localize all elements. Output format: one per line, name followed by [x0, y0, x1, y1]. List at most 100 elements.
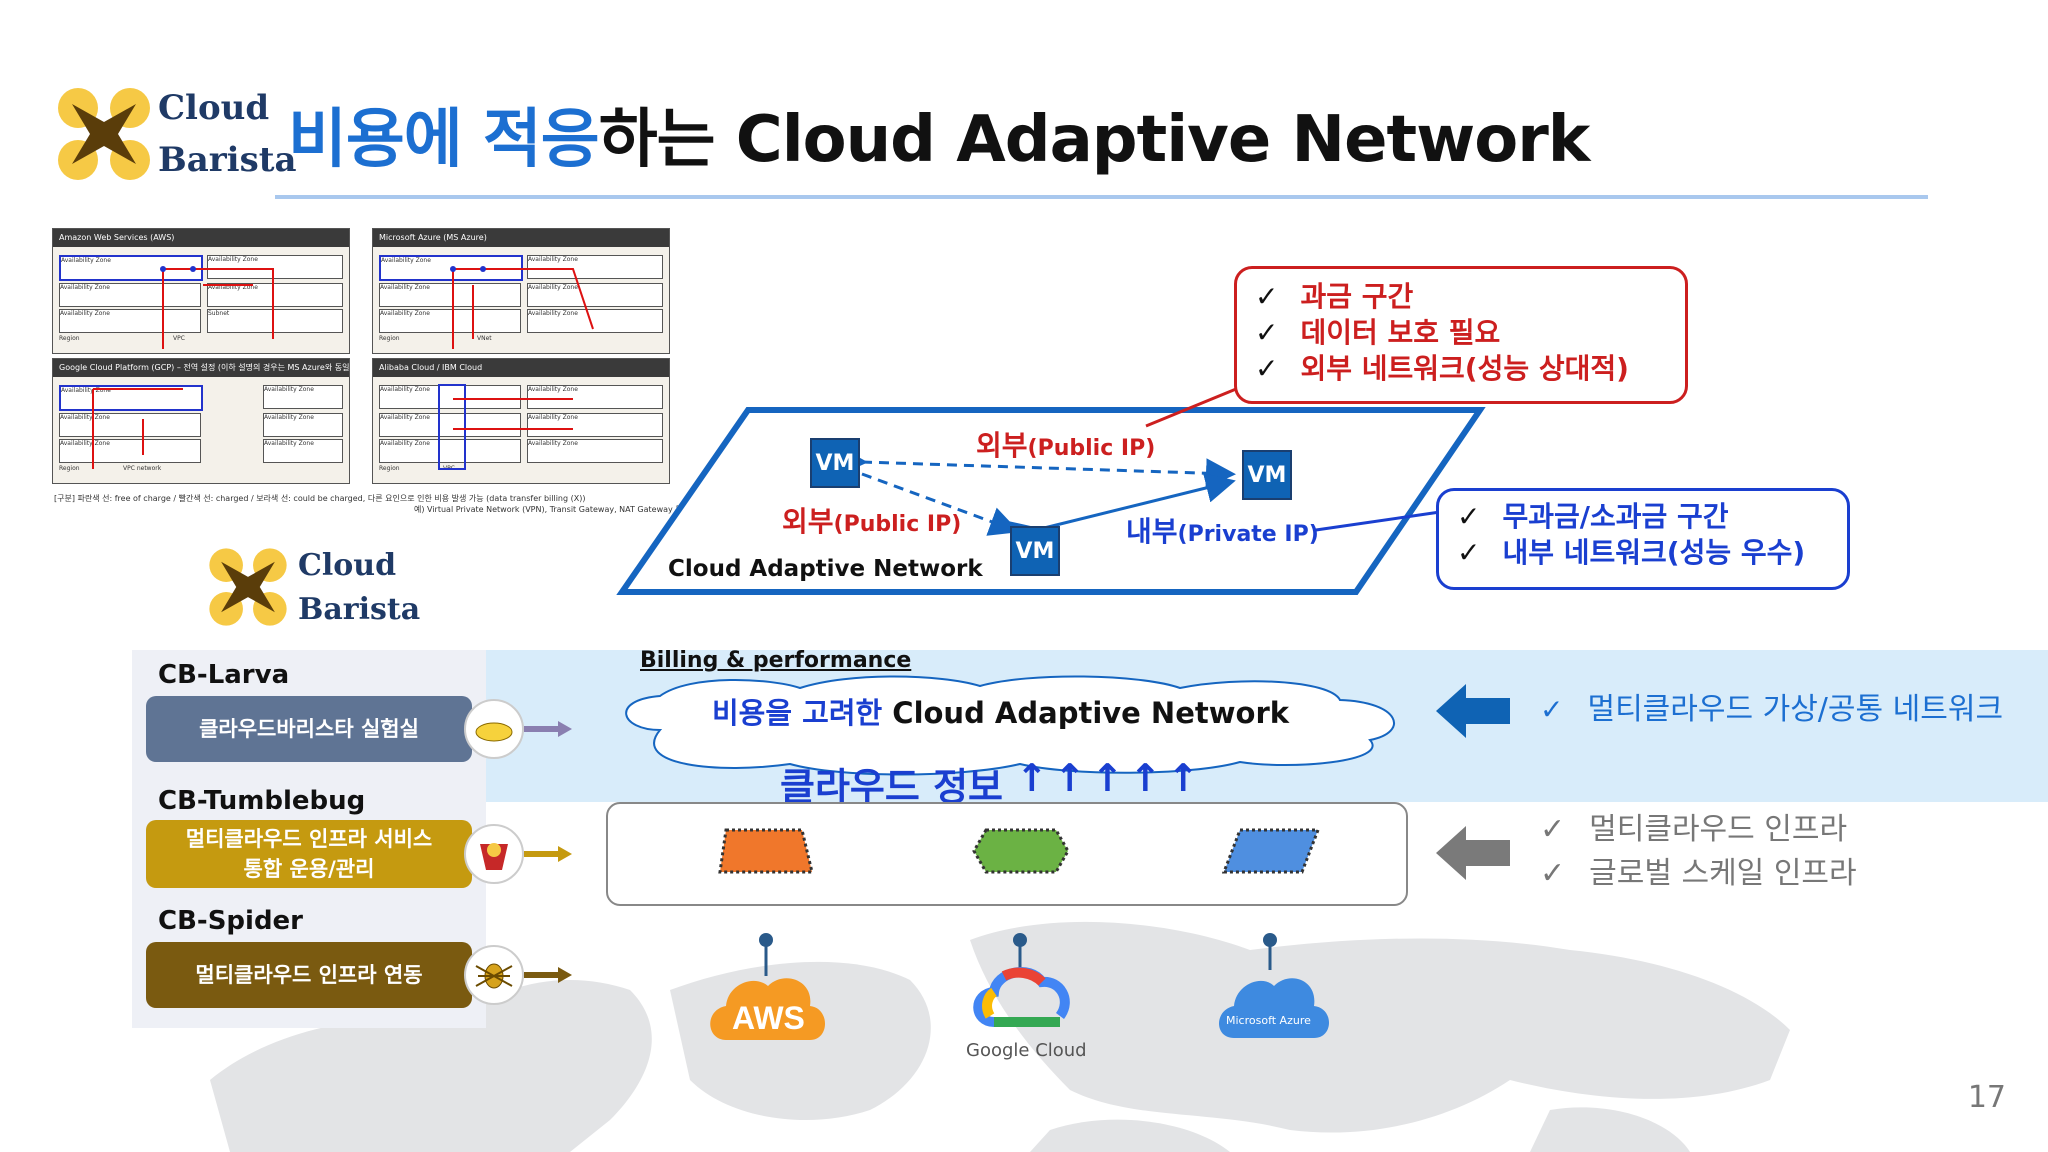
az-cell: Availability Zone: [59, 283, 201, 307]
thumbnail-link-lines: [450, 266, 594, 349]
az-cell: Availability Zone: [527, 439, 663, 463]
private-ip-label: 내부(Private IP): [1126, 510, 1319, 550]
region-label: Region: [59, 335, 80, 342]
region-label: Region: [59, 465, 80, 472]
az-cell: Availability Zone: [527, 255, 663, 279]
callout-charged-zone: ✓과금 구간 ✓데이터 보호 필요 ✓외부 네트워크(성능 상대적): [1234, 266, 1688, 404]
layer-box-spider: 멀티클라우드 인프라 연동: [146, 942, 472, 1008]
az-cell: Availability Zone: [263, 385, 343, 409]
private-ip-prefix: 내부: [1126, 515, 1178, 548]
aws-cloud-icon: [710, 933, 825, 1040]
cloud-barista-logo-icon: [58, 88, 150, 180]
cloud-heading-blue: 비용을 고려한: [712, 696, 883, 730]
public-ip-prefix: 외부: [782, 505, 834, 538]
azure-architecture-thumbnail: Microsoft Azure (MS Azure) Availability …: [372, 228, 670, 354]
right-mid-item: ✓멀티클라우드 인프라: [1540, 812, 1848, 847]
vnet-label: VNet: [477, 335, 492, 342]
logo-word-barista: Barista: [298, 592, 421, 627]
gcp-architecture-thumbnail: Google Cloud Platform (GCP) – 전역 설정 (이하 …: [52, 358, 350, 484]
legend-note-line1: [구분] 파란색 선: free of charge / 빨간색 선: char…: [54, 494, 586, 503]
azure-infra-shape: [1222, 828, 1321, 874]
public-ip-suffix: (Public IP): [1027, 436, 1156, 461]
az-cell: Availability Zone: [379, 385, 521, 409]
az-cell: Availability Zone: [59, 309, 201, 333]
callout-charged-item: ✓과금 구간: [1255, 280, 1414, 313]
private-ip-suffix: (Private IP): [1177, 522, 1319, 547]
public-ip-link-1: [837, 446, 1236, 489]
az-cell: Availability Zone: [527, 283, 663, 307]
az-cell: Availability Zone: [379, 309, 521, 333]
cloud-barista-logo-icon: [209, 548, 287, 626]
thumbnail-title: Alibaba Cloud / IBM Cloud: [373, 359, 669, 377]
tumblebug-mascot-icon: [464, 824, 572, 884]
az-cell: Availability Zone: [263, 439, 343, 463]
region-label: Region: [379, 335, 400, 342]
aws-architecture-thumbnail: Amazon Web Services (AWS) Availability Z…: [52, 228, 350, 354]
azure-cloud-icon: [1219, 933, 1329, 1038]
thumbnail-link-lines: [160, 266, 274, 349]
page-number: 17: [1967, 1080, 2006, 1115]
vm-node-left: VM: [810, 438, 860, 488]
callout-free-zone: ✓무과금/소과금 구간 ✓내부 네트워크(성능 우수): [1436, 488, 1850, 590]
logo-word-cloud: Cloud: [298, 548, 397, 583]
vpc-network-label: VPC network: [123, 465, 162, 472]
thumbnail-title: Amazon Web Services (AWS): [53, 229, 349, 247]
right-mid-list: ✓멀티클라우드 인프라 ✓글로벌 스케일 인프라: [1540, 808, 1857, 896]
legend-note-line2: 예) Virtual Private Network (VPN), Transi…: [414, 505, 683, 514]
region-label: Region: [379, 465, 400, 472]
thumbnail-legend-note: [구분] 파란색 선: free of charge / 빨간색 선: char…: [54, 493, 694, 515]
layer-box-tumblebug-line1: 멀티클라우드 인프라 서비스: [185, 827, 433, 851]
private-ip-link: [1009, 473, 1236, 551]
subnet-cell: Subnet: [207, 309, 343, 333]
cloud-heading-black: Cloud Adaptive Network: [882, 696, 1290, 730]
layer-box-larva: 클라우드바리스타 실험실: [146, 696, 472, 762]
az-cell: Availability Zone: [527, 309, 663, 333]
vpc-label: VPC: [173, 335, 185, 342]
public-ip-prefix: 외부: [976, 429, 1028, 462]
larva-mascot-icon: [464, 699, 572, 759]
az-cell: Availability Zone: [59, 439, 201, 463]
public-ip-suffix: (Public IP): [833, 512, 962, 537]
cloud-adaptive-network-heading: 비용을 고려한 Cloud Adaptive Network: [712, 690, 1289, 732]
public-ip-link-2: [861, 472, 1020, 536]
callout-charged-item: ✓데이터 보호 필요: [1255, 316, 1501, 349]
right-mid-item: ✓글로벌 스케일 인프라: [1540, 856, 1857, 891]
billing-performance-label: Billing & performance: [640, 648, 912, 673]
grey-left-arrow: [1436, 826, 1510, 880]
thumbnail-title: Microsoft Azure (MS Azure): [373, 229, 669, 247]
layer-title-tumblebug: CB-Tumblebug: [158, 786, 366, 816]
vm-node-right: VM: [1242, 450, 1292, 500]
title-underline: [275, 195, 1928, 199]
google-cloud-icon: [973, 933, 1070, 1027]
az-cell: Availability Zone: [527, 413, 663, 437]
az-cell: Availability Zone: [59, 413, 201, 437]
page-title: 비용에 적응하는 Cloud Adaptive Network: [288, 88, 1591, 180]
thumbnail-title: Google Cloud Platform (GCP) – 전역 설정 (이하 …: [53, 359, 349, 377]
title-blue-part: 비용에 적응: [288, 103, 600, 177]
callout-charged-item: ✓외부 네트워크(성능 상대적): [1255, 352, 1629, 385]
cloud-shape: [625, 675, 1395, 776]
spider-mascot-icon: [464, 945, 572, 1005]
blue-left-arrow: [1436, 684, 1510, 738]
title-black-part: 하는 Cloud Adaptive Network: [598, 103, 1591, 177]
az-cell: Availability Zone: [379, 283, 521, 307]
az-cell: Availability Zone: [527, 385, 663, 409]
az-cell: Availability Zone: [207, 283, 343, 307]
az-cell: Availability Zone: [59, 255, 203, 281]
thumbnail-link-lines: [92, 388, 183, 469]
callout-free-item: ✓내부 네트워크(성능 우수): [1457, 536, 1806, 569]
network-caption: Cloud Adaptive Network: [668, 556, 983, 582]
alibaba-ibm-architecture-thumbnail: Alibaba Cloud / IBM Cloud Availability Z…: [372, 358, 670, 484]
right-top-item: ✓멀티클라우드 가상/공통 네트워크: [1540, 692, 2004, 727]
azure-label: Microsoft Azure: [1226, 1014, 1311, 1027]
aws-infra-shape: [718, 828, 814, 874]
thumbnail-link-lines: [438, 384, 573, 470]
az-cell: Availability Zone: [379, 413, 521, 437]
layer-title-larva: CB-Larva: [158, 660, 290, 690]
cloud-info-label: 클라우드 정보: [780, 765, 1003, 809]
world-map-background: [210, 921, 1790, 1152]
public-ip-label-left: 외부(Public IP): [782, 500, 961, 540]
cloud-info-arrows: ↑↑↑↑↑: [1016, 756, 1206, 800]
callout-right-tail: [1315, 510, 1441, 532]
layer-title-spider: CB-Spider: [158, 906, 304, 936]
